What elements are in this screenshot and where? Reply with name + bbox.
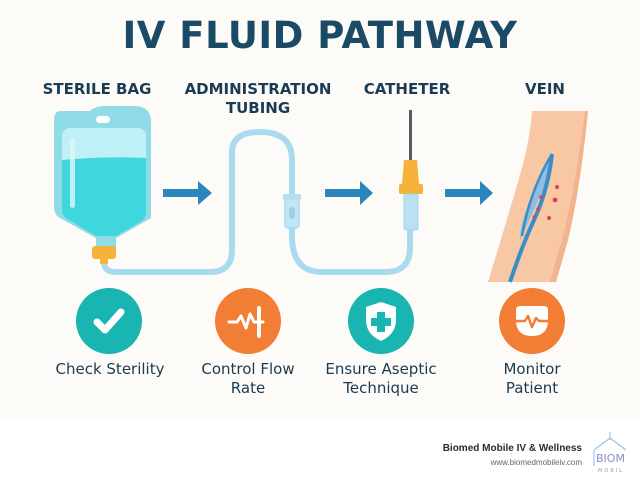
- catheter-icon: [399, 110, 423, 231]
- arm-vein-icon: [488, 111, 588, 283]
- brand-block: Biomed Mobile IV & Wellness www.biomedmo…: [443, 443, 582, 467]
- tip-aseptic-technique: Ensure Aseptic Technique: [316, 360, 446, 398]
- arrow-right-icon: [325, 181, 373, 205]
- drip-chamber-icon: [283, 194, 301, 229]
- stage-label-vein: VEIN: [500, 80, 590, 99]
- stage-label-sterile-bag: STERILE BAG: [22, 80, 172, 99]
- tip-line: Technique: [343, 379, 419, 397]
- tip-check-sterility: Check Sterility: [40, 360, 180, 379]
- arrow-right-icon: [445, 181, 493, 205]
- biomed-logo-icon: BIOM MOBIL: [593, 432, 627, 474]
- brand-url[interactable]: www.biomedmobileiv.com: [490, 458, 582, 467]
- stage-label-line: ADMINISTRATION: [184, 80, 332, 98]
- logo-subtext: MOBIL: [598, 468, 624, 474]
- page-title: IV FLUID PATHWAY: [122, 14, 518, 57]
- checkmark-icon: [93, 308, 125, 334]
- logo-text: BIOM: [596, 452, 625, 465]
- tubing-icon: [101, 128, 413, 275]
- tip-line: Ensure Aseptic: [325, 360, 437, 378]
- arrow-right-icon: [163, 181, 212, 205]
- stage-label-line: CATHETER: [363, 80, 451, 98]
- aseptic-technique-badge: [348, 288, 414, 354]
- brand-name: Biomed Mobile IV & Wellness: [442, 443, 582, 454]
- tip-line: Control Flow: [201, 360, 295, 378]
- pathway-illustration: [54, 106, 588, 283]
- stage-label-administration-tubing: ADMINISTRATION TUBING: [178, 80, 338, 118]
- stage-label-catheter: CATHETER: [352, 80, 462, 99]
- tip-line: Check Sterility: [55, 360, 165, 378]
- control-flow-badge: [215, 288, 281, 354]
- tip-line: Rate: [230, 379, 266, 397]
- tip-control-flow-rate: Control Flow Rate: [183, 360, 313, 398]
- shield-cross-icon: [366, 302, 396, 341]
- heart-monitor-icon: [513, 306, 551, 336]
- iv-bag-icon: [54, 106, 151, 264]
- check-sterility-badge: [76, 288, 142, 354]
- stage-label-line: TUBING: [225, 99, 291, 117]
- stage-label-line: STERILE BAG: [42, 80, 152, 98]
- monitor-patient-badge: [499, 288, 565, 354]
- tip-line: Monitor: [503, 360, 561, 378]
- tip-monitor-patient: Monitor Patient: [472, 360, 592, 398]
- tip-line: Patient: [505, 379, 559, 397]
- pulse-icon: [227, 306, 265, 338]
- stage-label-line: VEIN: [525, 80, 565, 98]
- arrows: [163, 181, 493, 205]
